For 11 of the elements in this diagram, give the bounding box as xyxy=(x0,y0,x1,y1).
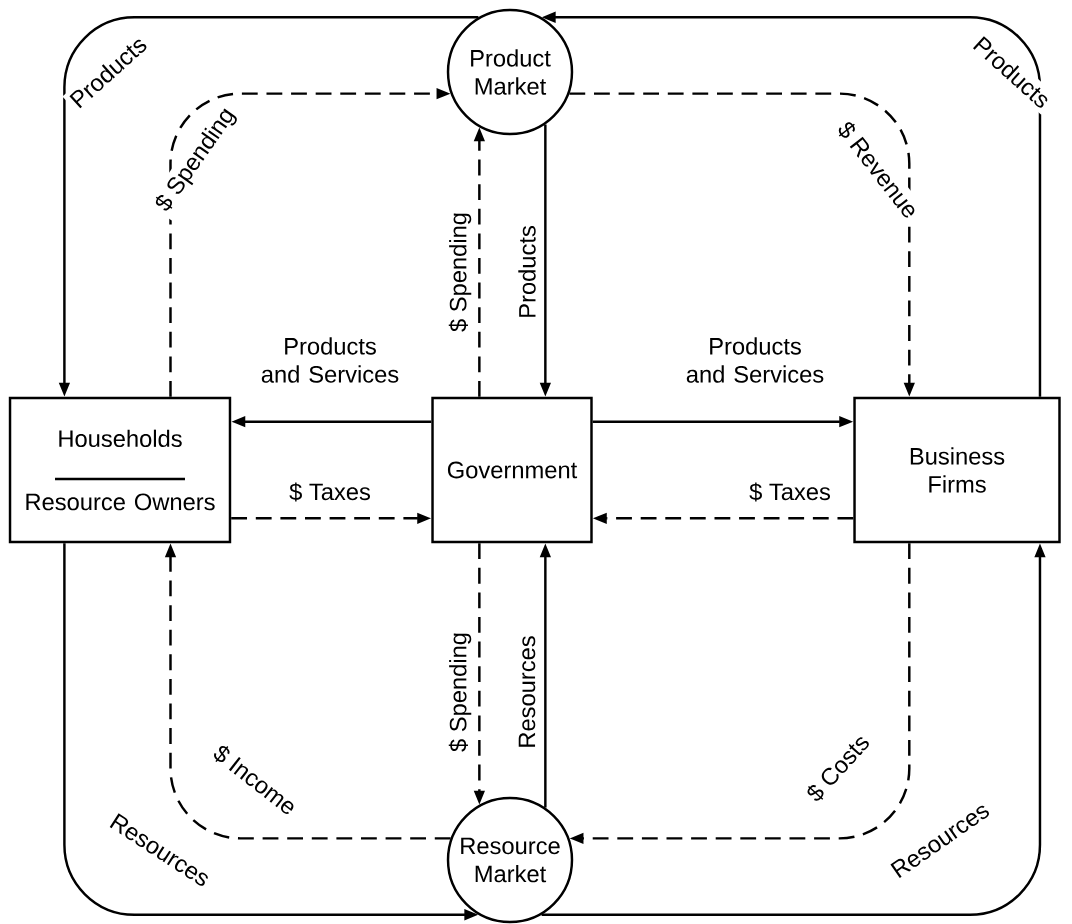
edge-label: Products xyxy=(518,226,536,317)
edge-label: $ Taxes xyxy=(289,482,370,502)
entity-box: Business Firms xyxy=(853,396,1061,544)
edge-label: Products and Services xyxy=(686,337,824,383)
edge-label: Products and Services xyxy=(261,337,399,383)
entity-box: Government xyxy=(431,396,593,544)
edge-label: Resources xyxy=(518,636,536,747)
edge-label: $ Taxes xyxy=(749,482,830,502)
entity-box: Households Resource Owners xyxy=(8,396,232,544)
edge-label: $ Spending xyxy=(448,213,472,332)
edge-label: $ Spending xyxy=(448,633,472,752)
